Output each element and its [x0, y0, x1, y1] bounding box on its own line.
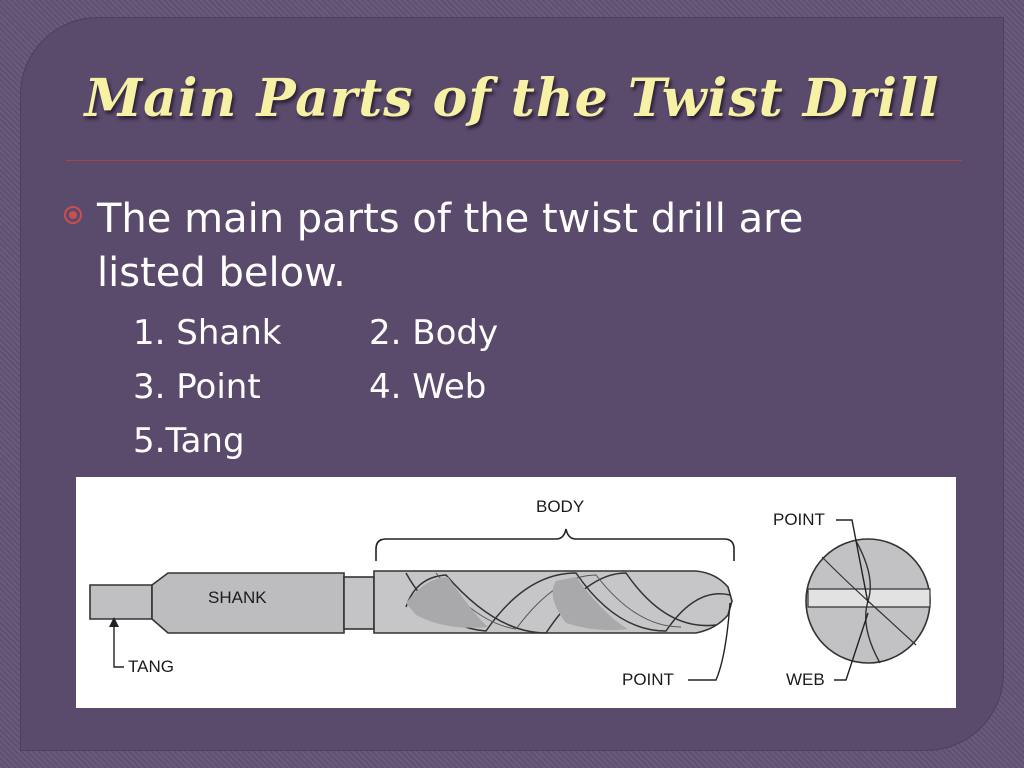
body-label: BODY: [536, 497, 584, 516]
parts-row: 5.Tang: [133, 414, 498, 468]
parts-list: 1. Shank 2. Body 3. Point 4. Web 5.Tang: [133, 306, 498, 468]
flute-line: [405, 572, 717, 634]
part-item: 5.Tang: [133, 421, 245, 461]
tang-label: TANG: [128, 657, 174, 676]
slide-title: Main Parts of the Twist Drill: [84, 68, 940, 129]
part-item: 2. Body: [369, 313, 499, 353]
neck-shape: [343, 576, 375, 630]
part-item: 4. Web: [369, 367, 487, 407]
shank-label: SHANK: [208, 588, 267, 607]
twist-drill-diagram: BODY SHANK TANG POINT POINT WEB: [76, 477, 956, 708]
tang-leader: [113, 619, 124, 668]
tang-shape: [89, 584, 153, 620]
title-divider: [66, 160, 962, 161]
point-end-leader: [836, 519, 869, 604]
point-label-end: POINT: [773, 510, 825, 529]
part-item: 1. Shank: [133, 313, 282, 353]
tang-arrowhead: [109, 617, 119, 627]
parts-row: 3. Point 4. Web: [133, 360, 498, 414]
point-label-side: POINT: [622, 670, 674, 689]
bullet-circle-icon: [64, 206, 82, 224]
flute-fill: [552, 577, 628, 631]
web-leader: [834, 612, 869, 681]
bullet-text: The main parts of the twist drill are li…: [97, 196, 804, 296]
body-bracket: [375, 528, 735, 561]
shank-shape: [151, 572, 345, 634]
web-label: WEB: [786, 670, 825, 689]
twist-drill-illustration: BODY SHANK TANG POINT POINT WEB: [89, 497, 931, 689]
flute-fill: [406, 577, 488, 628]
part-item: 3. Point: [133, 367, 261, 407]
parts-row: 1. Shank 2. Body: [133, 306, 498, 360]
point-leader: [688, 602, 731, 681]
